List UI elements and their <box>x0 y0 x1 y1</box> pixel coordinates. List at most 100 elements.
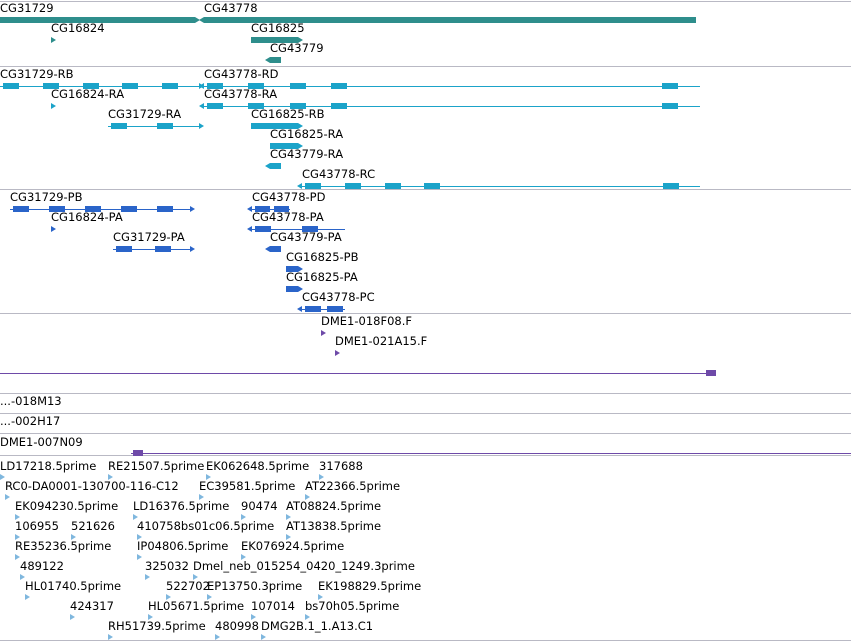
feature-block <box>274 206 289 212</box>
feature-block <box>85 206 101 212</box>
feature-block <box>331 83 347 89</box>
feature-block <box>13 206 29 212</box>
strand-arrow-icon <box>199 103 204 109</box>
strand-arrow-icon <box>297 183 302 189</box>
intron-line <box>108 126 199 127</box>
feature-label: CG43778-PC <box>302 290 375 304</box>
strand-arrow-icon <box>51 226 56 232</box>
intron-line <box>113 249 190 250</box>
feature-label: CG16825 <box>251 21 305 35</box>
intron-line <box>204 106 700 107</box>
feature-label: CG43778-PA <box>252 210 324 224</box>
feature-block <box>248 103 265 109</box>
strand-arrow-icon <box>298 143 303 149</box>
intron-line <box>131 453 851 454</box>
feature-label: CG31729 <box>0 1 54 15</box>
feature-block <box>384 183 401 189</box>
feature-label: CG16824-PA <box>51 210 123 224</box>
track-separator <box>0 189 851 190</box>
strand-arrow-icon <box>265 163 270 169</box>
strand-arrow-icon <box>298 286 303 292</box>
est-arrow-icon <box>318 594 323 600</box>
est-arrow-icon <box>15 534 20 540</box>
intron-line <box>0 373 706 374</box>
intron-line <box>252 209 290 210</box>
feature-label: RE21507.5prime <box>108 459 205 473</box>
feature-label: 489122 <box>20 559 64 573</box>
feature-block <box>289 103 306 109</box>
feature-label: EK062648.5prime <box>206 459 310 473</box>
feature-block <box>204 17 696 23</box>
feature-label: CG43779 <box>270 41 324 55</box>
feature-block <box>251 37 298 43</box>
feature-label: EP13750.3prime <box>207 579 303 593</box>
feature-label: CG43778-PD <box>252 190 326 204</box>
feature-block <box>116 246 132 252</box>
strand-arrow-icon <box>265 57 270 63</box>
feature-label: CG16825-RB <box>251 107 325 121</box>
feature-label: 106955 <box>15 519 59 533</box>
feature-label: EK198829.5prime <box>318 579 422 593</box>
feature-block <box>3 83 19 89</box>
feature-label: 522702 <box>166 579 210 593</box>
strand-arrow-icon <box>297 306 302 312</box>
feature-block <box>82 83 99 89</box>
est-arrow-icon <box>70 614 75 620</box>
feature-block <box>331 103 347 109</box>
strand-arrow-icon <box>51 37 56 43</box>
est-arrow-icon <box>286 534 291 540</box>
feature-label: ...-018M13 <box>0 394 62 408</box>
est-arrow-icon <box>251 614 256 620</box>
track-separator <box>0 433 851 434</box>
feature-block <box>49 206 65 212</box>
feature-label: CG31729-RB <box>0 67 74 81</box>
feature-block <box>162 83 179 89</box>
feature-block <box>270 143 298 149</box>
feature-block <box>663 183 680 189</box>
strand-arrow-icon <box>265 246 270 252</box>
est-arrow-icon <box>199 494 204 500</box>
strand-arrow-icon <box>298 37 303 43</box>
est-arrow-icon <box>20 574 25 580</box>
feature-block <box>270 163 281 169</box>
track-separator <box>0 313 851 314</box>
feature-block <box>661 83 678 89</box>
feature-block <box>251 123 298 129</box>
feature-block <box>270 57 281 63</box>
feature-label: CG31729-PB <box>10 190 83 204</box>
strand-arrow-icon <box>190 246 195 252</box>
intron-line <box>302 186 700 187</box>
feature-label: 317688 <box>319 459 363 473</box>
feature-label: HL01740.5prime <box>25 579 122 593</box>
intron-line <box>302 309 345 310</box>
feature-block <box>289 83 306 89</box>
feature-label: RC0-DA0001-130700-116-C12 <box>5 479 179 493</box>
feature-label: AT08824.5prime <box>286 499 382 513</box>
est-arrow-icon <box>241 514 246 520</box>
feature-label: CG43778-RC <box>302 167 376 181</box>
feature-block <box>286 266 298 272</box>
feature-label: RH51739.5prime <box>108 619 206 633</box>
track-separator <box>0 640 851 641</box>
feature-label: CG16824-RA <box>51 87 125 101</box>
feature-label: CG43779-RA <box>270 147 344 161</box>
feature-block <box>207 83 223 89</box>
feature-block <box>326 306 343 312</box>
feature-label: CG31729-PA <box>113 230 185 244</box>
feature-label: 410758bs01c06.5prime <box>137 519 275 533</box>
feature-label: CG43778 <box>204 1 258 15</box>
feature-block <box>706 370 716 376</box>
feature-block <box>661 103 678 109</box>
feature-label: DMG2B.1_1.A13.C1 <box>261 619 374 633</box>
strand-arrow-icon <box>199 83 204 89</box>
strand-arrow-icon <box>298 266 303 272</box>
strand-arrow-icon <box>51 103 56 109</box>
est-arrow-icon <box>261 634 266 640</box>
feature-block <box>301 226 318 232</box>
feature-label: 90474 <box>241 499 278 513</box>
est-arrow-icon <box>137 534 142 540</box>
feature-label: DME1-018F08.F <box>321 314 412 328</box>
est-arrow-icon <box>305 614 310 620</box>
feature-label: 480998 <box>215 619 259 633</box>
